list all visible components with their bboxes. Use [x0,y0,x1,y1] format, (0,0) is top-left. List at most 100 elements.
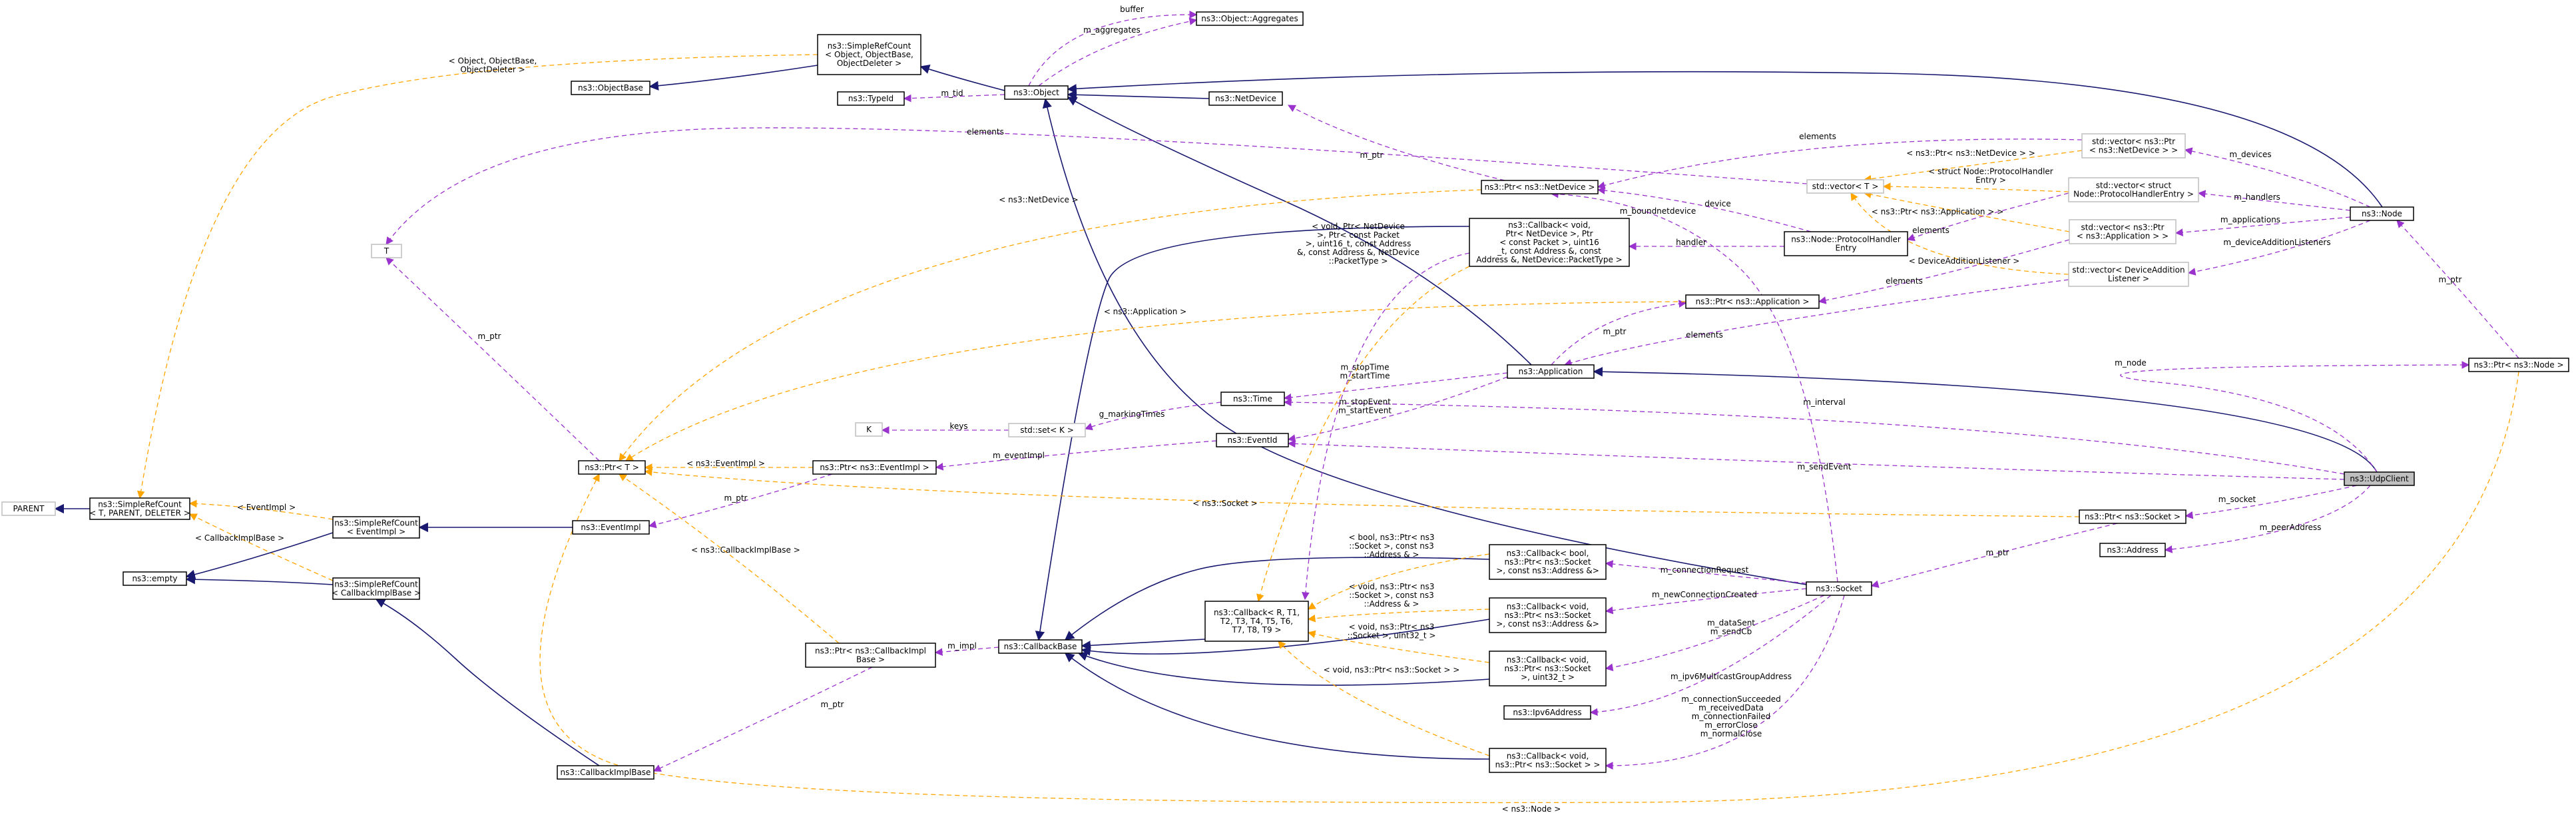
class-node-label-ptr_netdevice: ns3::Ptr< ns3::NetDevice > [1485,182,1595,192]
class-node-label-callbackbase: ns3::CallbackBase [1004,642,1077,651]
class-node-application[interactable]: ns3::Application [1507,364,1595,379]
class-node-socket[interactable]: ns3::Socket [1806,581,1872,596]
class-node-ipv6address[interactable]: ns3::Ipv6Address [1503,705,1591,720]
usage-edge-udpclient-to-time [1283,398,2345,475]
class-node-label-vec_ptr_netdevice: std::vector< ns3::Ptr< ns3::NetDevice > … [2089,137,2178,155]
edge-label-g_markingtimes: g_markingTimes [1099,409,1165,419]
class-node-aggregates[interactable]: ns3::Object::Aggregates [1196,11,1304,26]
class-node-label-ptr_node: ns3::Ptr< ns3::Node > [2473,360,2563,370]
edge-label-m_ptr_t: m_ptr [478,332,501,341]
class-node-box-time [1220,392,1285,406]
edge-label-m_ipv6multicast: m_ipv6MulticastGroupAddress [1671,672,1792,681]
class-node-box-netdevice [1208,91,1283,106]
edge-label-m_ptr_node: m_ptr [2439,275,2462,284]
class-node-box-vec_ptr_netdevice [2081,133,2186,158]
class-node-box-udpclient [2344,471,2415,486]
usage-edge-udpclient-to-address [2164,485,2371,553]
edge-label-keys: keys [949,421,967,431]
edge-label-m_sendevent: m_sendEvent [1798,462,1852,471]
class-node-srefcount_cbimplbase[interactable]: ns3::SimpleRefCount< CallbackImplBase > [332,577,421,600]
class-node-callbackbase[interactable]: ns3::CallbackBase [998,639,1083,654]
class-node-ptr_netdevice[interactable]: ns3::Ptr< ns3::NetDevice > [1481,180,1599,194]
class-node-address[interactable]: ns3::Address [2099,543,2166,557]
class-node-time[interactable]: ns3::Time [1220,392,1285,406]
inheritance-edge-cb_bool-to-callbackbase [1064,557,1490,641]
class-node-eventimpl[interactable]: ns3::EventImpl [572,520,650,535]
edge-label-m_socket: m_socket [2218,495,2256,504]
class-node-k[interactable]: K [855,422,883,437]
usage-edge-node-to-vec_protocolhandler [2197,190,2351,211]
class-node-node[interactable]: ns3::Node [2350,206,2414,221]
class-node-cb_void_socket[interactable]: ns3::Callback< void,ns3::Ptr< ns3::Socke… [1489,748,1607,773]
class-node-objectbase[interactable]: ns3::ObjectBase [571,81,650,95]
class-node-box-srefcount_cbimplbase [332,577,420,600]
class-node-label-netdevice: ns3::NetDevice [1215,94,1276,103]
edge-label-m_ptr_eventimpl: m_ptr [724,493,748,503]
class-node-eventid[interactable]: ns3::EventId [1216,433,1289,447]
class-node-box-k [855,422,883,437]
usage-edge-node-to-vec_ptr_netdevice [2184,147,2371,208]
edge-label-m_ptr_app: m_ptr [1603,327,1627,336]
class-node-ptr_node[interactable]: ns3::Ptr< ns3::Node > [2468,358,2569,372]
class-node-label-ptr_socket: ns3::Ptr< ns3::Socket > [2085,512,2181,521]
class-node-typeid[interactable]: ns3::TypeId [837,91,905,106]
class-node-object[interactable]: ns3::Object [1004,85,1069,100]
inheritance-edge-udpclient-to-application [1593,367,2378,473]
class-node-ptr_t[interactable]: ns3::Ptr< T > [578,460,646,475]
class-node-ptr_socket[interactable]: ns3::Ptr< ns3::Socket > [2079,509,2187,524]
class-node-callback_tpl[interactable]: ns3::Callback< R, T1,T2, T3, T4, T5, T6,… [1204,601,1309,642]
edge-label-m_applications: m_applications [2220,215,2280,224]
usage-edge-udpclient-to-ptr_socket [2185,485,2358,519]
edge-label-m_aggregates: m_aggregates [1083,25,1141,35]
edge-label-object_tpl: < Object, ObjectBase,ObjectDeleter > [449,57,537,75]
class-node-empty[interactable]: ns3::empty [123,571,187,586]
class-node-box-ptr_netdevice [1481,180,1599,194]
edge-label-tpl_cb_void_socket: < void, ns3::Ptr< ns3::Socket > > [1324,665,1460,675]
class-node-vector_t[interactable]: std::vector< T > [1806,179,1884,194]
class-node-cb_bool[interactable]: ns3::Callback< bool,ns3::Ptr< ns3::Socke… [1489,544,1607,580]
class-node-udpclient[interactable]: ns3::UdpClient [2344,471,2415,486]
class-node-cb_receive[interactable]: ns3::Callback< void,Ptr< NetDevice >, Pt… [1469,218,1630,267]
class-node-label-cb_void_addr: ns3::Callback< void,ns3::Ptr< ns3::Socke… [1496,602,1599,629]
class-node-vec_ptr_netdevice[interactable]: std::vector< ns3::Ptr< ns3::NetDevice > … [2081,133,2186,158]
class-node-parent[interactable]: PARENT [1,501,56,516]
usage-edge-vec_ptr_application-to-ptr_application [1818,239,2070,304]
class-node-set_k[interactable]: std::set< K > [1008,423,1086,437]
edge-label-m_node: m_node [2115,358,2147,368]
class-node-label-empty: ns3::empty [132,574,177,583]
class-node-callbackimplbase[interactable]: ns3::CallbackImplBase [557,765,654,780]
class-node-t[interactable]: T [371,244,402,258]
class-node-ptr_application[interactable]: ns3::Ptr< ns3::Application > [1685,294,1820,309]
class-node-box-cb_bool [1489,544,1607,580]
class-node-simplerefcount_tpd[interactable]: ns3::SimpleRefCount< T, PARENT, DELETER … [89,497,190,520]
nodes-layer: PARENT ns3::SimpleRefCount< T, PARENT, DE… [1,11,2569,780]
class-node-cb_void_addr[interactable]: ns3::Callback< void,ns3::Ptr< ns3::Socke… [1489,597,1607,633]
class-node-vec_ptr_application[interactable]: std::vector< ns3::Ptr< ns3::Application … [2069,219,2177,244]
usage-edge-vec_protocolhandler-to-protocolhandlerentry [1906,192,2069,242]
class-node-netdevice[interactable]: ns3::NetDevice [1208,91,1283,106]
edge-label-tpl_cb_void_addr: < void, ns3::Ptr< ns3::Socket >, const n… [1349,582,1435,609]
usage-edge-callbackbase-to-ptr_cbimplbase [934,647,999,656]
class-node-box-vector_t [1806,179,1884,194]
class-node-srefcount_eventimpl[interactable]: ns3::SimpleRefCount< EventImpl > [332,516,420,539]
class-node-box-callback_tpl [1204,601,1309,642]
class-node-ptr_eventimpl[interactable]: ns3::Ptr< ns3::EventImpl > [812,460,937,475]
class-node-cb_void_uint[interactable]: ns3::Callback< void,ns3::Ptr< ns3::Socke… [1489,651,1607,686]
edge-label-elements_app2: elements [1686,330,1723,340]
usage-edge-object-to-typeid [903,94,1005,103]
class-node-box-callbackbase [998,639,1083,654]
template-edge-vector_t-to-vec_devicelistener [1850,192,2069,275]
class-node-label-socket: ns3::Socket [1816,584,1862,593]
inheritance-edge-cb_void_addr-to-callbackbase [1081,619,1490,656]
class-node-srefcount_object[interactable]: ns3::SimpleRefCount< Object, ObjectBase,… [817,34,921,75]
template-edge-srefcount_object-to-simplerefcount_tpd [136,54,818,499]
class-node-label-objectbase: ns3::ObjectBase [578,83,643,93]
